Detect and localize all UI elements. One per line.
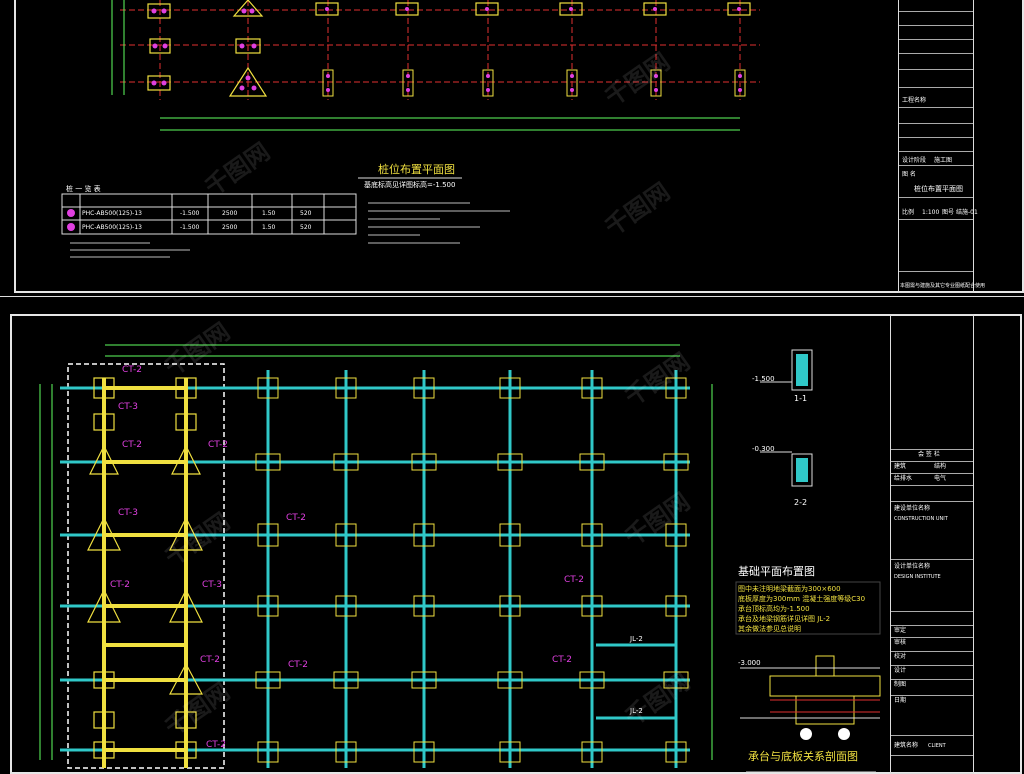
top-title-block: [898, 0, 974, 293]
bottom-tb-row: 电气: [934, 475, 947, 482]
top-tb-stage-label: 设计阶段: [902, 157, 927, 164]
top-tb-stage: 施工图: [934, 157, 953, 164]
top-tb-footer: 本图需与建施及其它专业图纸配合使用: [900, 283, 986, 289]
top-tb-drawing-label: 图 名: [902, 171, 916, 178]
level-label: -1.500: [752, 375, 775, 383]
top-drawing-subtitle: 基底标高见详图标高=-1.500: [364, 181, 456, 189]
legend-row-2-val5: 520: [300, 224, 312, 231]
bottom-tb-row: 建筑: [894, 463, 907, 470]
top-tb-scale-label: 比例: [902, 209, 915, 216]
bottom-tb-footer-en: CLIENT: [928, 743, 946, 749]
top-pile-grid: [61, 0, 760, 258]
bottom-tb-project-en: CONSTRUCTION UNIT: [894, 516, 948, 522]
cap-label: CT-3: [118, 402, 138, 412]
legend-row-2-val4: 1.50: [262, 224, 276, 231]
foundation-note: 图中未注明地梁截面为300×600: [738, 585, 841, 593]
detail-title: 承台与底板关系剖面图: [748, 750, 858, 763]
cap-label: CT-3: [202, 580, 222, 590]
cap-label: CT-2: [122, 440, 142, 450]
bottom-tb-row: 结构: [934, 463, 947, 470]
section-label: 2-2: [794, 498, 808, 507]
legend-row-2-desc: PHC-AB500(125)-13: [82, 224, 142, 231]
foundation-note: 底板厚度为300mm 混凝土强度等级C30: [738, 595, 866, 603]
legend-title: 桩 一 览 表: [66, 185, 101, 193]
bottom-title-block: [890, 314, 974, 774]
bottom-tb-sign: 设计: [894, 667, 907, 674]
cap-label: CT-3: [118, 508, 138, 518]
legend-row-2-val2: -1.500: [180, 224, 200, 231]
section-label: 1-1: [794, 394, 808, 403]
cap-label: CT-2: [552, 655, 572, 665]
foundation-note: 承台及地梁钢筋详见详图 JL-2: [738, 615, 831, 623]
bottom-tb-sign: 审核: [894, 639, 907, 646]
cap-label: CT-2: [208, 440, 228, 450]
cap-label: CT-2: [122, 365, 142, 375]
bottom-tb-head: 会 签 栏: [918, 451, 940, 458]
top-tb-drawing-name: 桩位布置平面图: [914, 185, 963, 193]
legend-row-1-val5: 520: [300, 210, 312, 217]
level-label: -3.000: [738, 659, 761, 667]
legend-row-1-val4: 1.50: [262, 210, 276, 217]
top-tb-sheet-label: 图号: [942, 209, 955, 216]
top-drawing-title: 桩位布置平面图: [378, 163, 455, 176]
beam-label: JL-2: [630, 635, 643, 643]
bottom-tb-design-en: DESIGN INSTITUTE: [894, 574, 941, 580]
foundation-plan-title: 基础平面布置图: [738, 565, 815, 578]
bottom-tb-project: 建设单位名称: [894, 505, 931, 512]
bottom-tb-sign: 审定: [894, 627, 907, 634]
cap-label: CT-2: [200, 655, 220, 665]
level-label: -0.300: [752, 445, 775, 453]
legend-row-1-desc: PHC-AB500(125)-13: [82, 210, 142, 217]
cap-label: CT-2: [286, 513, 306, 523]
top-tb-sheet: 结施-01: [956, 209, 978, 216]
bottom-tb-sign: 日期: [894, 697, 907, 704]
foundation-note: 其余做法参见总说明: [738, 625, 801, 633]
bottom-tb-design: 设计单位名称: [894, 563, 931, 570]
cap-label: CT-2: [110, 580, 130, 590]
bottom-tb-sign: 制图: [894, 681, 907, 688]
bottom-tb-row: 给排水: [894, 475, 913, 482]
top-tb-scale: 1:100: [922, 209, 940, 216]
legend-row-1-val2: -1.500: [180, 210, 200, 217]
cap-label: CT-2: [206, 740, 226, 750]
bottom-tb-footer-label: 建筑名称: [894, 742, 919, 749]
beam-label: JL-2: [630, 707, 643, 715]
sheet-divider: [0, 296, 1024, 297]
legend-row-2-val3: 2500: [222, 224, 238, 231]
cap-label: CT-2: [564, 575, 584, 585]
cap-label: CT-2: [288, 660, 308, 670]
legend-row-1-val3: 2500: [222, 210, 238, 217]
top-tb-project-label: 工程名称: [902, 97, 927, 104]
bottom-tb-sign: 校对: [894, 653, 907, 660]
foundation-note: 承台顶标高均为-1.500: [738, 605, 810, 613]
top-drawing-sheet: [14, 0, 1024, 293]
